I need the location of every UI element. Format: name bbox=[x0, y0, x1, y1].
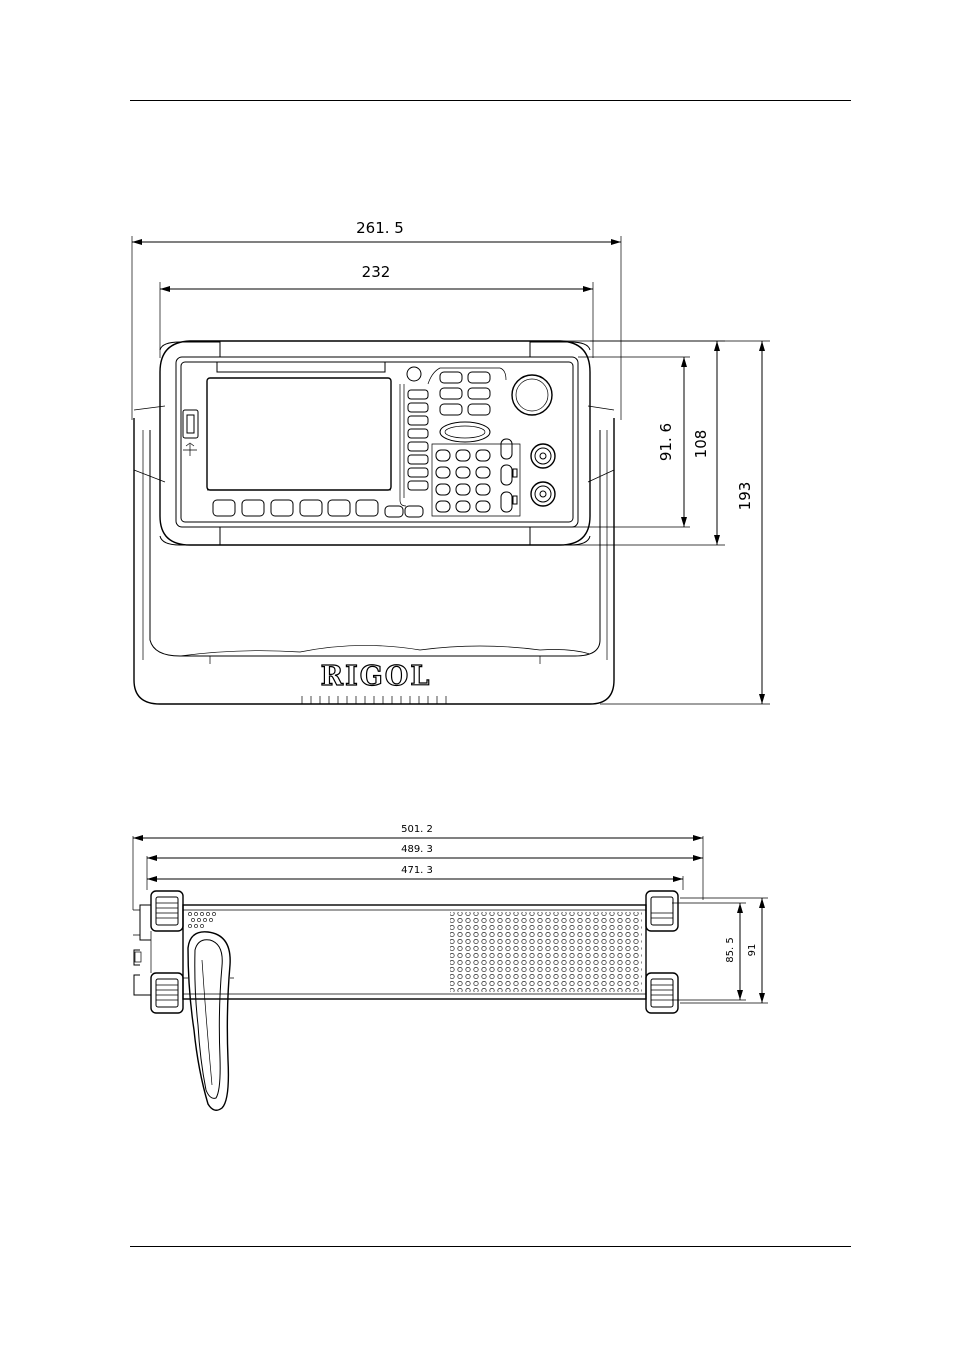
header-rule bbox=[130, 100, 851, 101]
dim-label-overall-height: 193 bbox=[736, 482, 754, 511]
dim-label-case-height: 85. 5 bbox=[725, 937, 736, 962]
carrying-handle bbox=[133, 405, 615, 705]
usb-port bbox=[182, 409, 199, 439]
dim-label-depth-with-handle: 489. 3 bbox=[401, 844, 433, 855]
instrument-front bbox=[159, 340, 591, 546]
bumper-front-bottom bbox=[150, 972, 184, 1014]
vent-ticks bbox=[301, 696, 447, 704]
instrument-side bbox=[133, 890, 679, 1111]
top-label-strip bbox=[216, 361, 386, 373]
upper-keys bbox=[439, 371, 491, 416]
bnc-connectors bbox=[530, 443, 556, 507]
numeric-keypad bbox=[431, 438, 521, 517]
usb-icon bbox=[183, 442, 197, 456]
front-view: 261. 5 232 91. 6 108 193 RIGOL bbox=[131, 219, 770, 705]
brand-logo: RIGOL bbox=[321, 661, 432, 692]
function-keys bbox=[399, 367, 507, 507]
power-button bbox=[406, 366, 422, 382]
dim-label-front-panel-height: 91. 6 bbox=[657, 423, 675, 461]
dim-label-overall-width: 261. 5 bbox=[356, 219, 404, 237]
side-view: 501. 2 489. 3 471. 3 85. 5 91 bbox=[132, 824, 768, 1111]
bumper-front-top bbox=[150, 890, 184, 932]
dim-label-body-height: 108 bbox=[692, 430, 710, 459]
dim-label-overall-depth: 501. 2 bbox=[401, 824, 433, 835]
side-handle bbox=[187, 931, 231, 1111]
arrow-keys bbox=[439, 421, 491, 443]
dim-label-body-width: 232 bbox=[362, 263, 391, 281]
dim-label-side-overall-height: 91 bbox=[747, 944, 758, 957]
vent-grille bbox=[450, 912, 642, 992]
side-dots bbox=[188, 912, 216, 928]
rotary-knob bbox=[511, 374, 553, 416]
footer-rule bbox=[130, 1246, 851, 1247]
display-screen bbox=[206, 377, 392, 491]
bumper-rear-bottom bbox=[645, 972, 679, 1014]
bumper-rear-top bbox=[645, 890, 679, 932]
softkeys bbox=[212, 499, 424, 518]
dim-label-body-depth: 471. 3 bbox=[401, 865, 433, 876]
